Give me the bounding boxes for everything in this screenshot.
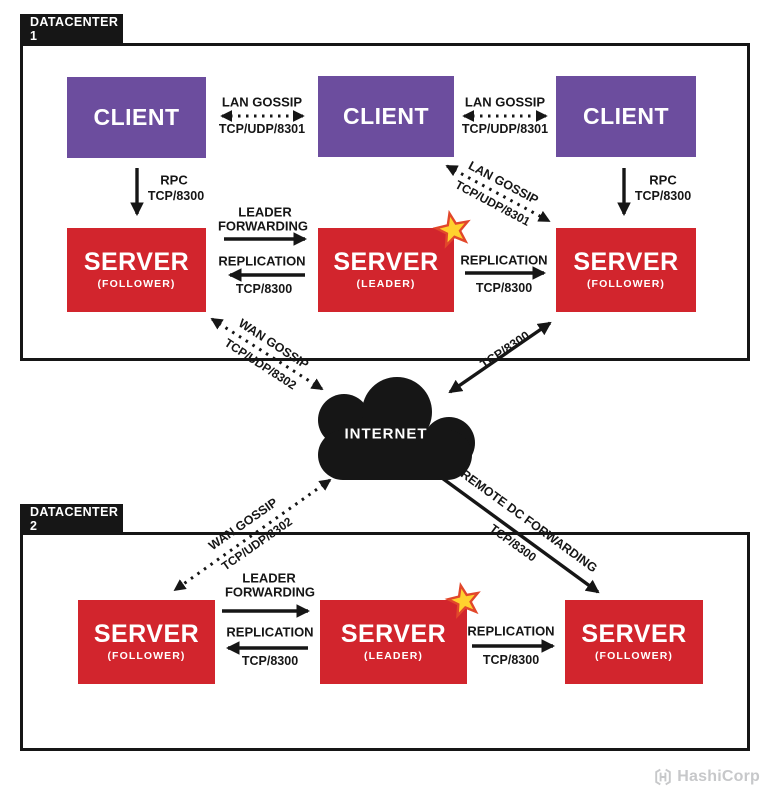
dc2-server-follower-1: SERVER (FOLLOWER)	[78, 600, 215, 684]
dc2-server-3-role: (FOLLOWER)	[594, 650, 674, 663]
dc2-server-2-title: SERVER	[340, 619, 447, 648]
dc1-client-2: CLIENT	[318, 76, 454, 157]
replication-dc1-right-label: REPLICATION	[460, 252, 548, 268]
dc1-server-1-title: SERVER	[83, 247, 190, 276]
dc1-client-3-title: CLIENT	[582, 102, 670, 129]
replication-dc1-left-port: TCP/8300	[235, 282, 293, 296]
leader-forwarding-dc2-line1: LEADER	[242, 570, 296, 586]
lan-gossip-b-port: TCP/UDP/8301	[461, 122, 549, 136]
dc1-server-3-title: SERVER	[573, 247, 679, 276]
dc2-server-1-role: (FOLLOWER)	[107, 650, 186, 663]
dc2-server-2-role: (LEADER)	[364, 650, 423, 663]
internet-label: INTERNET	[344, 425, 428, 443]
dc2-server-leader: SERVER (LEADER)	[320, 600, 467, 684]
dc1-server-leader: SERVER (LEADER)	[318, 228, 454, 312]
dc1-server-follower-2: SERVER (FOLLOWER)	[556, 228, 696, 312]
dc1-server-2-title: SERVER	[333, 247, 439, 276]
rpc-right-label: RPC	[649, 172, 677, 188]
dc2-server-3-title: SERVER	[581, 619, 687, 648]
dc1-client-1: CLIENT	[67, 77, 206, 158]
dc1-client-2-title: CLIENT	[342, 102, 430, 129]
rpc-left-port: TCP/8300	[147, 189, 205, 203]
datacenter-2-label: DATACENTER 2	[20, 504, 123, 533]
dc1-server-2-role: (LEADER)	[356, 278, 416, 291]
hashicorp-brand-text: HashiCorp	[677, 768, 760, 785]
dc1-client-3: CLIENT	[556, 76, 696, 157]
dc2-server-1-title: SERVER	[93, 619, 200, 648]
lan-gossip-a-port: TCP/UDP/8301	[218, 122, 306, 136]
replication-dc2-right-port: TCP/8300	[482, 653, 540, 667]
datacenter-1-border	[20, 43, 750, 361]
datacenter-2-border	[20, 532, 750, 751]
lan-gossip-b-label: LAN GOSSIP	[464, 94, 546, 110]
dc1-server-3-role: (FOLLOWER)	[586, 278, 666, 291]
lan-gossip-a-label: LAN GOSSIP	[221, 94, 303, 110]
dc2-server-follower-2: SERVER (FOLLOWER)	[565, 600, 703, 684]
dc1-client-1-title: CLIENT	[93, 103, 180, 130]
leader-forwarding-dc1-line1: LEADER	[238, 204, 292, 220]
dc1-server-follower-1: SERVER (FOLLOWER)	[67, 228, 206, 312]
replication-dc2-right-label: REPLICATION	[467, 623, 555, 639]
leader-forwarding-dc2-line2: FORWARDING	[224, 584, 316, 600]
dc1-server-1-role: (FOLLOWER)	[97, 278, 176, 291]
replication-dc2-left-port: TCP/8300	[241, 654, 299, 668]
replication-dc2-left-label: REPLICATION	[226, 624, 314, 640]
leader-forwarding-dc1-line2: FORWARDING	[217, 218, 309, 234]
hashicorp-logo-icon	[655, 768, 672, 786]
rpc-right-port: TCP/8300	[634, 189, 692, 203]
hashicorp-brand: HashiCorp	[653, 767, 760, 787]
replication-dc1-left-label: REPLICATION	[218, 253, 306, 269]
rpc-left-label: RPC	[160, 172, 188, 188]
datacenter-1-label: DATACENTER 1	[20, 14, 123, 44]
replication-dc1-right-port: TCP/8300	[475, 281, 533, 295]
